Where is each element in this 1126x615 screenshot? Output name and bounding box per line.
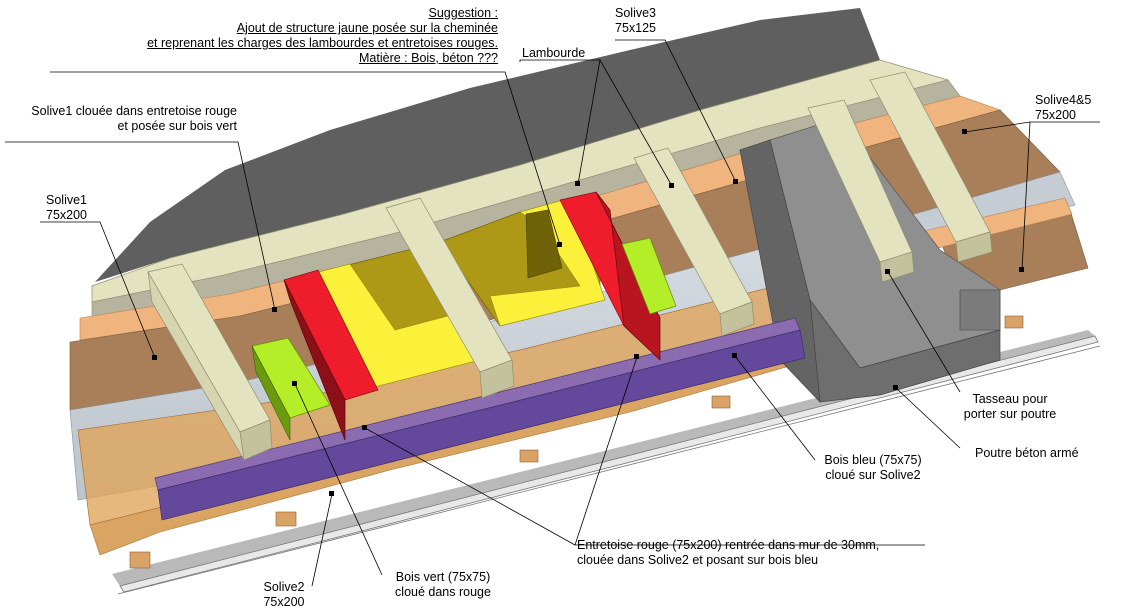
lambourde-label: Lambourde [522, 46, 586, 60]
green-wood-left-side [251, 345, 291, 441]
leader-dots [152, 129, 1024, 496]
chimney-hole [525, 209, 563, 279]
solive45-label: Solive4&5 75x200 [1035, 93, 1092, 122]
suggestion-line-3: Matière : Bois, béton ??? [359, 51, 498, 65]
purple-wood-front [157, 329, 806, 521]
bois-vert-label: Bois vert (75x75) cloué dans rouge [395, 570, 491, 599]
entretoise-label: Entretoise rouge (75x200) rentrée dans m… [577, 538, 880, 567]
suggestion-callout: Suggestion : Ajout de structure jaune po… [50, 6, 498, 66]
roof-surface [95, 8, 880, 282]
solive3-label: Solive3 75x125 [615, 6, 657, 35]
red-entretoise-left-side [283, 279, 346, 441]
solives [147, 71, 993, 461]
solive1-note-label: Solive1 clouée dans entretoise rouge et … [31, 104, 237, 133]
green-wood-right [621, 237, 677, 315]
bois-bleu-label: Bois bleu (75x75) cloué sur Solive2 [824, 453, 922, 482]
suggestion-line-2: et reprenant les charges des lambourdes … [147, 36, 498, 50]
solive2-label: Solive2 75x200 [263, 580, 305, 609]
beam-supports [129, 315, 1024, 569]
suggestion-title: Suggestion : [428, 6, 499, 20]
suggestion-line-1: Ajout de structure jaune posée sur la ch… [236, 21, 498, 35]
solive1-label: Solive1 75x200 [46, 193, 88, 222]
poutre-label: Poutre béton armé [975, 446, 1079, 460]
tasseau-label: Tasseau pour porter sur poutre [963, 392, 1057, 421]
concrete-step [959, 289, 1001, 331]
leader-lines [5, 39, 1100, 587]
